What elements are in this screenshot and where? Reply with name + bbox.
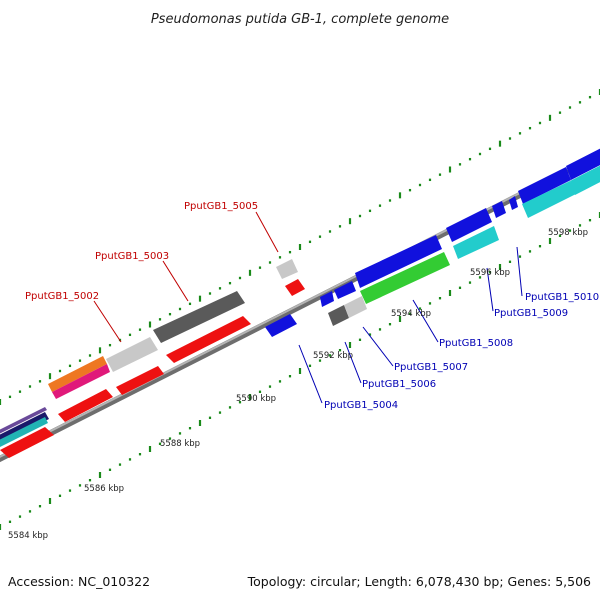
leader-5007 xyxy=(362,326,394,367)
gene-forward-orange[interactable] xyxy=(48,356,107,392)
leader-5006 xyxy=(344,341,362,384)
map-title: Pseudomonas putida GB-1, complete genome xyxy=(151,12,449,27)
inner-tick-row xyxy=(0,212,600,530)
gene-PputGB1_5009[interactable] xyxy=(453,226,499,259)
forward-strand-genes xyxy=(0,259,305,458)
gene-PputGB1_5002[interactable] xyxy=(106,337,158,372)
gene-reverse-blue-d[interactable] xyxy=(446,208,492,242)
gene-reverse-blue-small[interactable] xyxy=(320,291,334,307)
gene-reverse-cyan-c[interactable] xyxy=(570,161,600,195)
label-PputGB1_5007[interactable]: PputGB1_5007 xyxy=(394,362,468,373)
accession-text: Accession: NC_010322 xyxy=(8,574,150,589)
scale-label-5586: 5586 kbp xyxy=(84,484,124,494)
scale-label-5588: 5588 kbp xyxy=(160,439,200,449)
gene-forward-purple[interactable] xyxy=(0,407,47,435)
label-PputGB1_5005[interactable]: PputGB1_5005 xyxy=(184,201,258,212)
scale-label-5584: 5584 kbp xyxy=(8,531,48,541)
label-PputGB1_5003[interactable]: PputGB1_5003 xyxy=(95,251,169,262)
gene-reverse-blue-g[interactable] xyxy=(518,167,571,204)
scale-label-5590: 5590 kbp xyxy=(236,394,276,404)
scale-label-5596: 5596 kbp xyxy=(470,268,510,278)
gene-PputGB1_5005[interactable] xyxy=(276,259,298,279)
gene-reverse-blue-f[interactable] xyxy=(509,196,518,210)
leader-5002 xyxy=(93,300,122,343)
gene-PputGB1_5005-red[interactable] xyxy=(285,279,305,296)
gene-PputGB1_5004[interactable] xyxy=(265,314,297,337)
genome-backbone-highlight xyxy=(0,151,600,458)
genome-summary-text: Topology: circular; Length: 6,078,430 bp… xyxy=(247,574,591,589)
label-leaders xyxy=(93,211,523,404)
genome-backbone xyxy=(0,150,600,463)
leader-5009 xyxy=(486,267,494,312)
label-PputGB1_5006[interactable]: PputGB1_5006 xyxy=(362,379,436,390)
leader-5008 xyxy=(412,299,439,343)
label-PputGB1_5002[interactable]: PputGB1_5002 xyxy=(25,291,99,302)
leader-5003 xyxy=(162,260,189,302)
gene-PputGB1_5007[interactable] xyxy=(344,296,367,318)
gene-reverse-blue-b[interactable] xyxy=(334,281,356,299)
leader-5010 xyxy=(516,246,523,297)
leader-5004 xyxy=(298,344,323,404)
scale-label-5598: 5598 kbp xyxy=(548,228,588,238)
label-PputGB1_5010[interactable]: PputGB1_5010 xyxy=(525,292,599,303)
scale-label-5592: 5592 kbp xyxy=(313,351,353,361)
reverse-strand-genes xyxy=(265,146,600,337)
label-PputGB1_5004[interactable]: PputGB1_5004 xyxy=(324,400,398,411)
genome-track xyxy=(0,89,600,530)
gene-forward-red-a[interactable] xyxy=(0,427,54,458)
gene-reverse-blue-h[interactable] xyxy=(566,146,600,180)
gene-PputGB1_5008[interactable] xyxy=(360,252,450,304)
gene-reverse-blue-c[interactable] xyxy=(355,235,442,288)
scale-label-5594: 5594 kbp xyxy=(391,309,431,319)
gene-forward-magenta[interactable] xyxy=(52,364,110,399)
label-PputGB1_5008[interactable]: PputGB1_5008 xyxy=(439,338,513,349)
gene-forward-cyan-a[interactable] xyxy=(0,417,48,448)
gene-reverse-cyan-b[interactable] xyxy=(522,181,576,218)
gene-forward-red-c[interactable] xyxy=(116,366,164,395)
gene-PputGB1_5010[interactable] xyxy=(492,201,506,218)
gene-forward-red-b[interactable] xyxy=(58,389,113,422)
gene-PputGB1_5006[interactable] xyxy=(328,305,349,326)
label-PputGB1_5009[interactable]: PputGB1_5009 xyxy=(494,308,568,319)
leader-5005 xyxy=(255,211,279,253)
gene-PputGB1_5003-red[interactable] xyxy=(166,316,251,363)
outer-tick-row xyxy=(0,89,600,405)
gene-PputGB1_5003[interactable] xyxy=(153,291,245,343)
